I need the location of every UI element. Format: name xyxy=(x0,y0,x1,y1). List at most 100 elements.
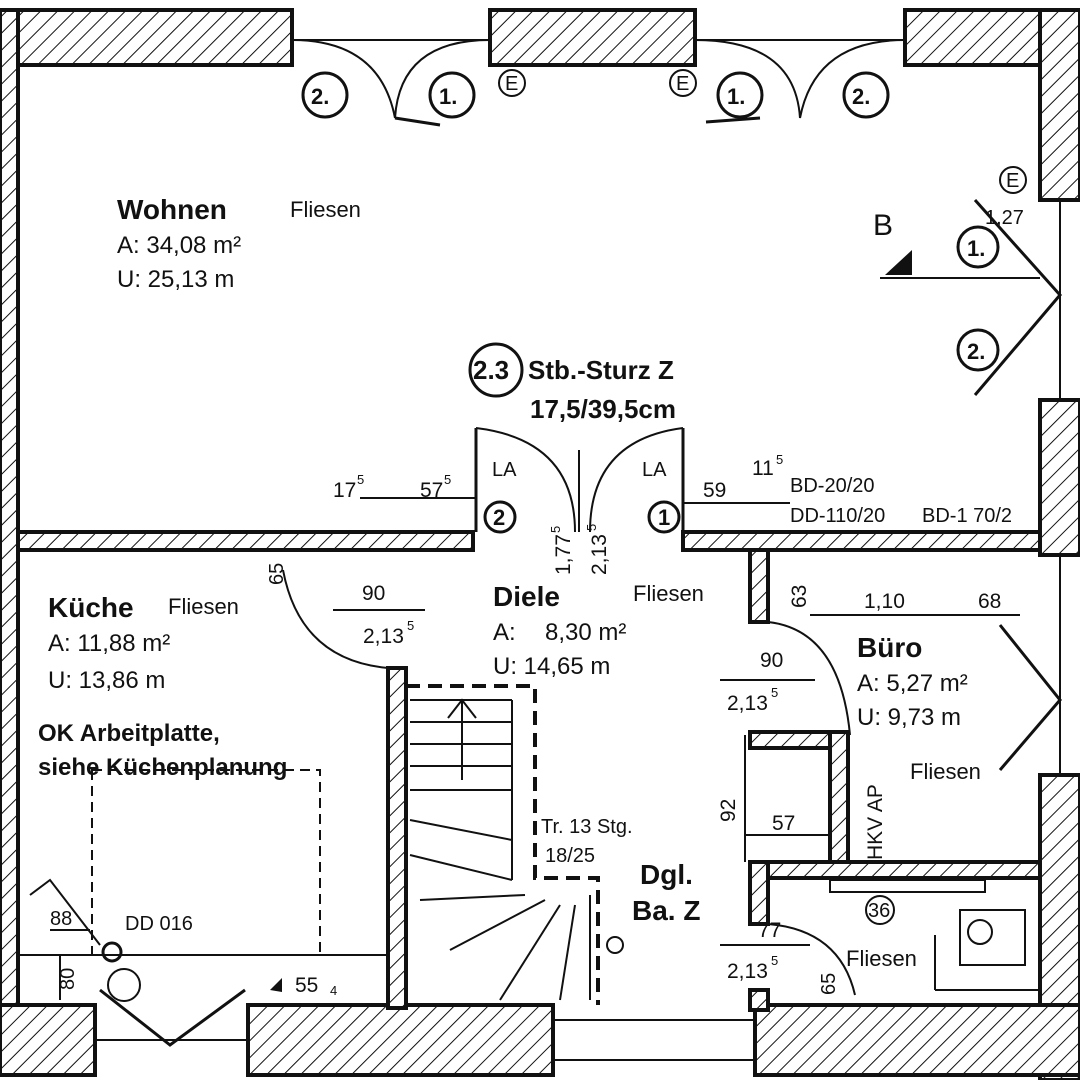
door-label-la-right: LA xyxy=(642,459,667,481)
marker-top-1b: 1. xyxy=(727,84,745,109)
marker-e1: E xyxy=(505,73,518,95)
dim-kueche-213-sup: 5 xyxy=(407,618,414,633)
marker-right-1: 1. xyxy=(967,236,985,261)
note-kueche-line2: siehe Küchenplanung xyxy=(38,754,287,781)
room-name-buero: Büro xyxy=(857,632,922,663)
dim-59: 59 xyxy=(703,479,726,502)
room-name-diele: Diele xyxy=(493,581,560,612)
openings xyxy=(95,39,1062,1061)
kitchen-fixtures xyxy=(20,769,388,1002)
dim-554: 55 xyxy=(295,974,318,997)
dim-bad-213: 2,13 xyxy=(727,960,768,983)
marker-circle-door-1 xyxy=(647,500,681,534)
door-label-la-left: LA xyxy=(492,459,517,481)
stair-label-line2: 18/25 xyxy=(545,845,595,867)
wall-buero-top xyxy=(748,730,832,750)
wall-kueche-right xyxy=(386,666,408,1010)
area-buero: A: 5,27 m² xyxy=(857,670,968,697)
marker-circle-top-2b xyxy=(842,71,890,119)
wall-interior-wohnen-left xyxy=(16,530,475,552)
marker-circle-top-1b xyxy=(716,71,764,119)
wall-top-middle xyxy=(488,8,697,67)
lintel-line2: 17,5/39,5cm xyxy=(530,394,676,424)
room-name-bad-line1: Dgl. xyxy=(640,859,693,890)
wall-bad-bottom xyxy=(748,988,770,1012)
floor-kueche: Fliesen xyxy=(168,594,239,619)
dim-80: 80 xyxy=(57,968,79,990)
section-label-b: B xyxy=(873,209,893,242)
dim-buero-213: 2,13 xyxy=(727,692,768,715)
dim-bad-65: 65 xyxy=(818,973,840,995)
wall-right-middle xyxy=(1038,398,1080,557)
height-marker-icon xyxy=(270,978,282,992)
marker-circle-top-2a xyxy=(301,71,349,119)
wall-bad-left xyxy=(748,860,770,926)
area-value-diele: 8,30 m² xyxy=(545,619,626,646)
room-name-bad-line2: Ba. Z xyxy=(632,895,700,926)
marker-top-2b: 2. xyxy=(852,84,870,109)
wall-right-upper xyxy=(1038,8,1080,202)
wall-interior-wohnen-right xyxy=(681,530,1042,552)
perimeter-wohnen: U: 25,13 m xyxy=(117,266,234,293)
dim-127: 1,27 xyxy=(985,207,1024,229)
wall-bottom-left xyxy=(0,1003,97,1077)
dim-kueche-90: 90 xyxy=(362,582,385,605)
lintel-line1: Stb.-Sturz Z xyxy=(528,355,674,385)
dim-bd-20-20: BD-20/20 xyxy=(790,475,875,497)
dimension-lines xyxy=(50,250,1040,1000)
area-label-diele: A: xyxy=(493,619,516,646)
dim-115-sup: 5 xyxy=(776,452,783,467)
floor-wohnen: Fliesen xyxy=(290,197,361,222)
stair-label-line1: Tr. 13 Stg. xyxy=(541,816,633,838)
dim-177: 1,77 xyxy=(552,534,575,575)
floor-bad: Fliesen xyxy=(846,946,917,971)
note-kueche-line1: OK Arbeitplatte, xyxy=(38,720,220,747)
marker-top-1a: 1. xyxy=(439,84,457,109)
wall-left xyxy=(0,8,20,1072)
floor-diele: Fliesen xyxy=(633,581,704,606)
marker-e2: E xyxy=(676,73,689,95)
dim-buero-213-sup: 5 xyxy=(771,685,778,700)
marker-circle-e2 xyxy=(669,69,697,97)
lintel-marker-circle xyxy=(468,342,524,398)
wc-marker: 36 xyxy=(868,900,890,922)
dim-115: 11 xyxy=(752,457,774,480)
dim-bad-77: 77 xyxy=(758,919,781,942)
dim-kueche-65: 65 xyxy=(266,563,288,585)
wall-buero-mid xyxy=(828,730,850,864)
perimeter-diele: U: 14,65 m xyxy=(493,653,610,680)
wall-bad-top xyxy=(748,860,1042,880)
area-kueche: A: 11,88 m² xyxy=(48,630,170,657)
room-name-kueche: Küche xyxy=(48,592,134,623)
marker-circle-e3 xyxy=(999,166,1027,194)
dim-575-sup: 5 xyxy=(444,472,451,487)
bathroom-fixtures xyxy=(829,879,1040,991)
staircase xyxy=(406,684,624,1005)
dim-175-sup: 5 xyxy=(357,472,364,487)
dim-bd-170-2: BD-1 70/2 xyxy=(922,505,1012,527)
marker-door-1: 1 xyxy=(658,505,670,530)
dim-554-sub: 4 xyxy=(330,983,337,998)
room-name-wohnen: Wohnen xyxy=(117,194,227,225)
dim-92: 92 xyxy=(717,799,740,822)
dim-88: 88 xyxy=(50,908,72,930)
wall-buero-left xyxy=(748,548,770,624)
marker-right-2: 2. xyxy=(967,339,985,364)
marker-e3: E xyxy=(1006,170,1019,192)
marker-circle-top-1a xyxy=(428,71,476,119)
dim-213-vertical-sup: 5 xyxy=(584,524,599,531)
label-hkv-ap: HKV AP xyxy=(864,784,887,860)
floor-buero: Fliesen xyxy=(910,759,981,784)
area-wohnen: A: 34,08 m² xyxy=(117,232,241,259)
wall-bottom-right xyxy=(753,1003,1080,1077)
wall-top-left xyxy=(0,8,294,67)
marker-circle-right-2 xyxy=(956,328,1000,372)
lintel-marker: 2.3 xyxy=(473,355,509,385)
marker-door-2: 2 xyxy=(493,505,505,530)
marker-circle-right-1 xyxy=(956,225,1000,269)
dim-dd-110-20: DD-110/20 xyxy=(790,505,885,527)
dim-buero-90: 90 xyxy=(760,649,783,672)
wc-marker-circle xyxy=(865,895,895,925)
section-arrow xyxy=(885,250,912,275)
